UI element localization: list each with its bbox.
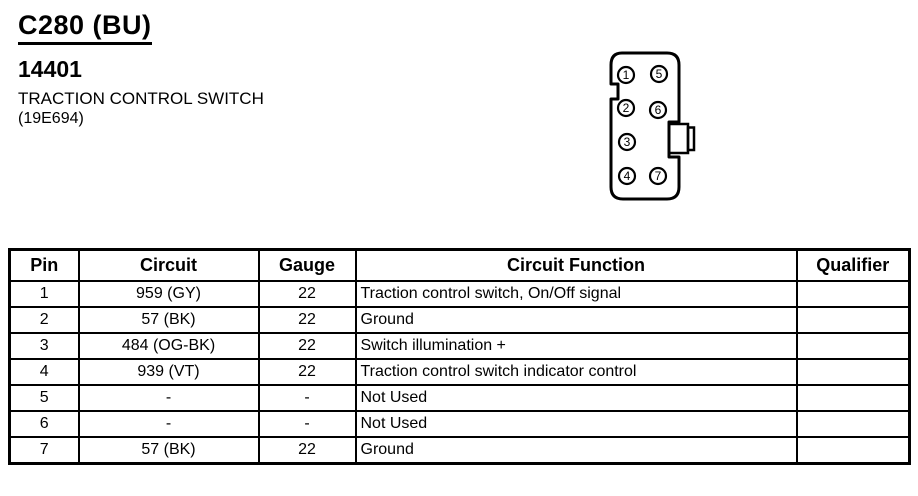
connector-pinout-diagram: 1 5 2 6 3 4 7 — [609, 51, 696, 201]
qualifier-cell — [795, 384, 911, 412]
gauge-cell: 22 — [257, 280, 357, 308]
circuit-cell: 484 (OG-BK) — [77, 332, 260, 360]
pin-cell: 5 — [8, 384, 80, 412]
circuit-function-cell: Ground — [354, 436, 798, 465]
pin-cell: 2 — [8, 306, 80, 334]
pin-3: 3 — [617, 132, 637, 152]
part-number: 14401 — [18, 56, 82, 82]
pin-cell: 3 — [8, 332, 80, 360]
pin-3-label: 3 — [624, 135, 631, 149]
qualifier-cell — [795, 306, 911, 334]
circuit-function-cell: Traction control switch indicator contro… — [354, 358, 798, 386]
pin-3-circle — [617, 132, 637, 152]
column-header-circuit-function: Circuit Function — [354, 248, 798, 282]
pin-cell: 7 — [8, 436, 80, 465]
connector-id-title: C280 (BU) — [18, 10, 152, 45]
column-header-circuit: Circuit — [77, 248, 260, 282]
circuit-function-cell: Traction control switch, On/Off signal — [354, 280, 798, 308]
pin-1: 1 — [616, 65, 636, 85]
circuit-cell: 939 (VT) — [77, 358, 260, 386]
column-header-qualifier: Qualifier — [795, 248, 911, 282]
pin-4-label: 4 — [624, 169, 631, 183]
qualifier-cell — [795, 358, 911, 386]
qualifier-cell — [795, 332, 911, 360]
pinout-table: Pin Circuit Gauge Circuit Function Quali… — [8, 248, 911, 465]
component-code: (19E694) — [18, 110, 84, 127]
circuit-cell: - — [77, 384, 260, 412]
connector-lock-tab — [669, 122, 690, 155]
table-row: 6 - - Not Used — [8, 410, 911, 438]
gauge-cell: 22 — [257, 306, 357, 334]
column-header-pin: Pin — [8, 248, 80, 282]
connector-lock-tab-cap — [686, 126, 696, 152]
pin-1-circle — [616, 65, 636, 85]
pin-cell: 6 — [8, 410, 80, 438]
pin-6: 6 — [648, 100, 668, 120]
pin-4: 4 — [617, 166, 637, 186]
component-name: TRACTION CONTROL SWITCH — [18, 89, 264, 108]
connector-body-outline — [609, 51, 681, 201]
pin-5-circle — [649, 64, 669, 84]
gauge-cell: - — [257, 410, 357, 438]
circuit-function-cell: Ground — [354, 306, 798, 334]
pin-7-label: 7 — [655, 169, 662, 183]
circuit-function-cell: Switch illumination + — [354, 332, 798, 360]
qualifier-cell — [795, 410, 911, 438]
circuit-cell: 959 (GY) — [77, 280, 260, 308]
qualifier-cell — [795, 280, 911, 308]
table-row: 1 959 (GY) 22 Traction control switch, O… — [8, 280, 911, 308]
pin-5: 5 — [649, 64, 669, 84]
gauge-cell: 22 — [257, 358, 357, 386]
table-row: 5 - - Not Used — [8, 384, 911, 412]
circuit-cell: - — [77, 410, 260, 438]
pin-cell: 4 — [8, 358, 80, 386]
pin-2: 2 — [616, 98, 636, 118]
pin-4-circle — [617, 166, 637, 186]
circuit-function-cell: Not Used — [354, 410, 798, 438]
qualifier-cell — [795, 436, 911, 465]
pin-2-circle — [616, 98, 636, 118]
table-row: 2 57 (BK) 22 Ground — [8, 306, 911, 334]
table-row: 3 484 (OG-BK) 22 Switch illumination + — [8, 332, 911, 360]
pin-7: 7 — [648, 166, 668, 186]
pin-6-circle — [648, 100, 668, 120]
pin-cell: 1 — [8, 280, 80, 308]
circuit-cell: 57 (BK) — [77, 436, 260, 465]
gauge-cell: - — [257, 384, 357, 412]
gauge-cell: 22 — [257, 332, 357, 360]
pin-6-label: 6 — [655, 103, 662, 117]
gauge-cell: 22 — [257, 436, 357, 465]
circuit-function-cell: Not Used — [354, 384, 798, 412]
table-header-row: Pin Circuit Gauge Circuit Function Quali… — [8, 248, 911, 282]
column-header-gauge: Gauge — [257, 248, 357, 282]
pin-1-label: 1 — [623, 68, 630, 82]
pin-2-label: 2 — [623, 101, 630, 115]
pin-5-label: 5 — [656, 67, 663, 81]
table-row: 4 939 (VT) 22 Traction control switch in… — [8, 358, 911, 386]
pin-7-circle — [648, 166, 668, 186]
table-row: 7 57 (BK) 22 Ground — [8, 436, 911, 465]
circuit-cell: 57 (BK) — [77, 306, 260, 334]
